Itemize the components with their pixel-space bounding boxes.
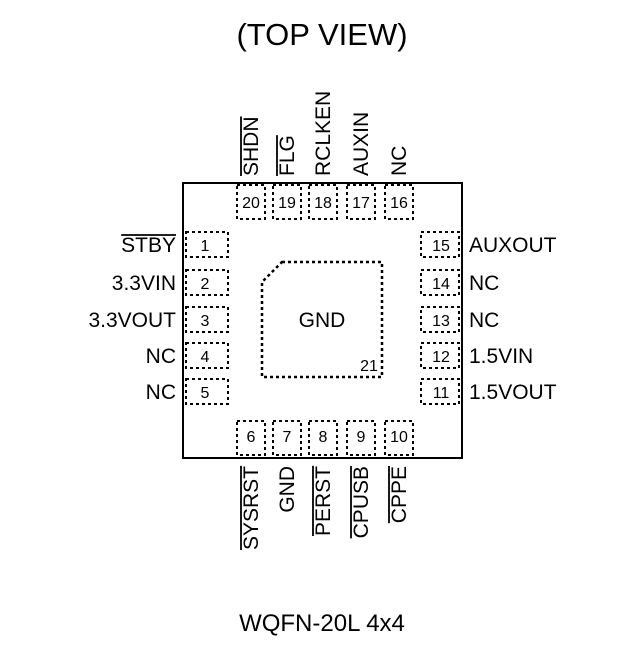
pin-label-nc: NC [146, 345, 176, 368]
exposed-pad-outline [260, 260, 384, 379]
pin-13: 13 NC [420, 306, 499, 333]
pin-label-perst: PERST [312, 466, 335, 536]
pin-5-pad [185, 378, 229, 405]
pin-label-nc: NC [388, 146, 411, 176]
pin-label-flg: FLG [276, 135, 299, 176]
pin-label-stby: STBY [121, 234, 176, 257]
pin-4: 4 NC [146, 342, 229, 369]
pin-label-shdn: SHDN [240, 116, 263, 176]
pin-number: 5 [201, 385, 210, 402]
pin-label-nc: NC [469, 272, 499, 295]
pin-number: 16 [390, 195, 408, 212]
pin-label-cppe: CPPE [388, 466, 411, 523]
pin-16: 16 NC [384, 146, 414, 220]
pin-3: 3 3.3VOUT [88, 306, 229, 333]
pin-label-3-3vout: 3.3VOUT [88, 309, 176, 332]
pin-11: 11 1.5VOUT [420, 378, 557, 405]
pin-label-1-5vin: 1.5VIN [469, 345, 533, 368]
pin-9-pad [346, 420, 376, 456]
pin-number: 18 [314, 195, 332, 212]
package-name: WQFN-20L 4x4 [239, 610, 405, 637]
pin-number: 10 [390, 429, 408, 446]
pin-label-auxin: AUXIN [350, 112, 373, 176]
pin-label-3-3vin: 3.3VIN [112, 272, 176, 295]
pin-20: 20 SHDN [236, 116, 266, 220]
pin-label-nc: NC [146, 381, 176, 404]
pin-label-rclken: RCLKEN [312, 91, 335, 176]
pin-label-1-5vout: 1.5VOUT [469, 381, 557, 404]
pin-8-pad [308, 420, 338, 456]
diagram-title: (TOP VIEW) [236, 17, 407, 52]
pin-7-pad [272, 420, 302, 456]
pin-19: 19 FLG [272, 135, 302, 220]
pin-6-pad [236, 420, 266, 456]
exposed-pad-number: 21 [360, 358, 378, 375]
pin-5: 5 NC [146, 378, 229, 405]
pin-number: 4 [201, 349, 210, 366]
pin-number: 2 [201, 276, 210, 293]
pin-14-pad [420, 269, 460, 296]
pin-14: 14 NC [420, 269, 499, 296]
pin-11-pad [420, 378, 460, 405]
pin-15: 15 AUXOUT [420, 231, 557, 258]
pin-label-auxout: AUXOUT [469, 234, 557, 257]
pin-number: 14 [432, 276, 450, 293]
pin-label-cpusb: CPUSB [350, 466, 373, 538]
pin-number: 8 [319, 429, 328, 446]
pin-12: 12 1.5VIN [420, 342, 533, 369]
pin-17-pad [346, 184, 376, 220]
pin-4-pad [185, 342, 229, 369]
pin-2-pad [185, 269, 229, 296]
pin-number: 3 [201, 313, 210, 330]
pin-2: 2 3.3VIN [112, 269, 229, 296]
pin-number: 19 [278, 195, 296, 212]
pin-19-pad [272, 184, 302, 220]
pin-3-pad [185, 306, 229, 333]
pin-15-pad [420, 231, 460, 258]
package-body-outline [182, 182, 463, 459]
pin-label-gnd: GND [276, 466, 299, 513]
pin-13-pad [420, 306, 460, 333]
pin-18-pad [308, 184, 338, 220]
pin-number: 20 [242, 195, 260, 212]
pin-number: 6 [247, 429, 256, 446]
pin-12-pad [420, 342, 460, 369]
pin-16-pad [384, 184, 414, 220]
pin-10-pad [384, 420, 414, 456]
pin-1-pad [185, 231, 229, 258]
pin-number: 13 [432, 313, 450, 330]
pin-18: 18 RCLKEN [308, 91, 338, 220]
pin-number: 11 [433, 385, 450, 402]
pin-number: 7 [283, 429, 292, 446]
pin-number: 1 [201, 238, 210, 255]
pin-number: 12 [432, 349, 450, 366]
pin-number: 15 [432, 238, 450, 255]
pin-20-pad [236, 184, 266, 220]
pin-number: 9 [357, 429, 366, 446]
pin-number: 17 [352, 195, 370, 212]
pin-1: 1 STBY [121, 231, 229, 258]
pin-17: 17 AUXIN [346, 112, 376, 220]
pin-label-nc: NC [469, 309, 499, 332]
pin-label-sysrst: SYSRST [240, 466, 263, 550]
exposed-pad-label: GND [299, 309, 346, 332]
